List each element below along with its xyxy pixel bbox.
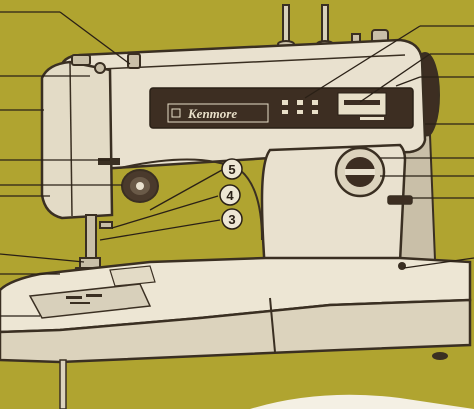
callout-5: 5 (149, 158, 243, 211)
page-corner (250, 394, 474, 409)
leader-lines-left (0, 11, 131, 317)
thread-guide (71, 54, 106, 74)
callout-label: 3 (228, 212, 235, 227)
stitch-window (337, 92, 387, 120)
thread-cutter (398, 262, 406, 270)
face-plate (40, 60, 114, 220)
reverse-lever (387, 195, 413, 205)
callout-label: 5 (228, 162, 235, 177)
feed-dogs (66, 294, 102, 304)
leader-lines-right (304, 25, 474, 269)
front-leg (59, 359, 67, 409)
brand-name: Kenmore (187, 106, 237, 121)
bed-front (0, 298, 472, 364)
callout-label: 4 (226, 188, 234, 203)
stitch-dial (334, 146, 386, 198)
free-arm-edge (269, 297, 276, 353)
brand-plate (167, 103, 269, 123)
callout-3: 3 (99, 208, 243, 241)
brand-logo-icon (171, 108, 181, 118)
slide-plate (109, 265, 156, 287)
rubber-foot (432, 352, 448, 360)
face-plate-seam (69, 61, 73, 217)
pressure-regulator (127, 53, 141, 69)
take-up-lever (98, 158, 120, 165)
needle-plate (28, 283, 152, 319)
stitch-selector-keys (282, 100, 318, 114)
tension-dial (121, 169, 159, 203)
callout-4: 4 (111, 184, 241, 229)
